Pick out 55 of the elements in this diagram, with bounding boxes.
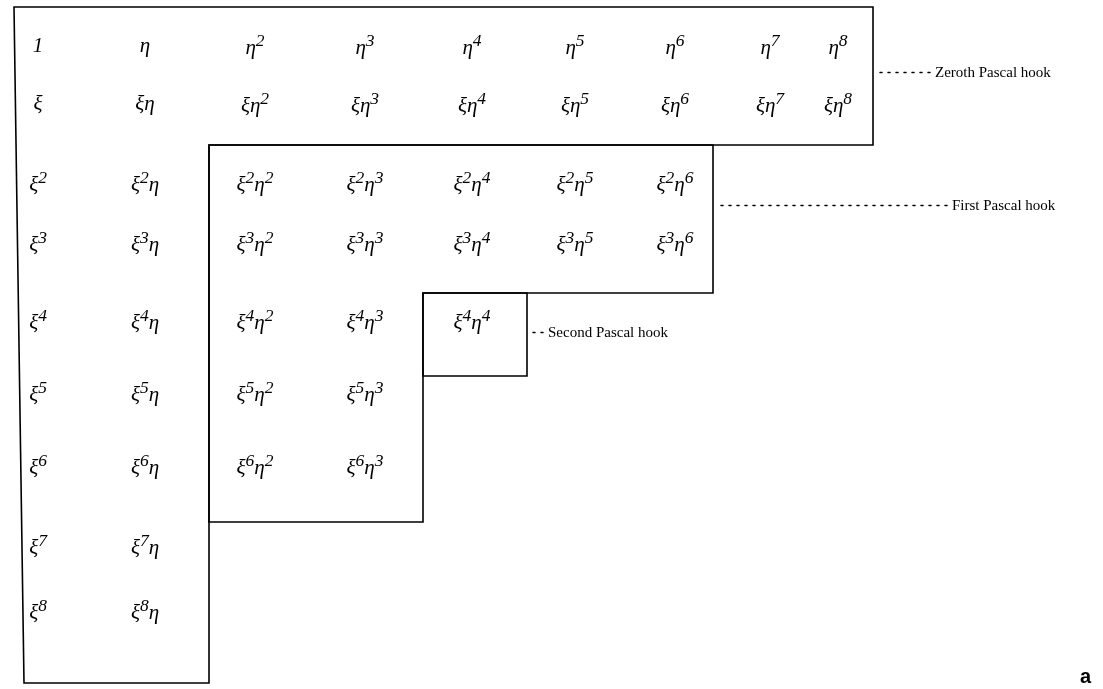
monomial-term: ξη$^{7}$	[755, 90, 785, 116]
monomial-term: ξ$^{6}$η$^{2}$	[236, 452, 274, 478]
monomial-term: ξ$^{8}$η	[130, 597, 160, 623]
monomial-term: ξ$^{3}$η$^{6}$	[656, 229, 694, 255]
monomial-term: ξ$^{2}$η$^{6}$	[656, 169, 694, 195]
monomial-term: ξη$^{6}$	[660, 90, 690, 116]
monomial-term: ξ$^{7}$η	[130, 532, 160, 558]
leader-line	[876, 71, 931, 74]
monomial-term: η$^{2}$	[245, 32, 265, 58]
monomial-term: ξ$^{3}$η	[130, 229, 160, 255]
monomial-term: ξ$^{6}$η$^{3}$	[346, 452, 384, 478]
monomial-term: ξ$^{4}$η$^{4}$	[453, 307, 491, 333]
hook-label: Zeroth Pascal hook	[935, 65, 1051, 80]
monomial-term: ξ$^{8}$	[29, 597, 47, 623]
monomial-term: ξ$^{3}$η$^{3}$	[346, 229, 384, 255]
monomial-term: ξ$^{5}$η$^{2}$	[236, 379, 274, 405]
monomial-term: η$^{5}$	[565, 32, 585, 58]
hook-label: Second Pascal hook	[548, 325, 668, 340]
monomial-term: ξ$^{3}$	[29, 229, 47, 255]
monomial-term: ξ	[33, 92, 43, 114]
monomial-term: ξ$^{3}$η$^{4}$	[453, 229, 491, 255]
monomial-term: ξ$^{4}$η$^{3}$	[346, 307, 384, 333]
monomial-term: ξ$^{6}$η	[130, 452, 160, 478]
monomial-term: ξ$^{5}$η$^{3}$	[346, 379, 384, 405]
monomial-term: ξη	[135, 92, 155, 114]
panel-letter: a	[1080, 665, 1092, 688]
monomial-term: ξ$^{2}$η	[130, 169, 160, 195]
monomial-term: ξ$^{2}$η$^{5}$	[556, 169, 594, 195]
monomial-term: ξ$^{3}$η$^{2}$	[236, 229, 274, 255]
monomial-term: ξ$^{4}$η$^{2}$	[236, 307, 274, 333]
monomial-term: ξ$^{2}$η$^{3}$	[346, 169, 384, 195]
monomial-term: ξη$^{4}$	[457, 90, 487, 116]
monomial-term: ξ$^{3}$η$^{5}$	[556, 229, 594, 255]
monomial-term: ξ$^{7}$	[29, 532, 47, 558]
monomial-term: ξ$^{5}$η	[130, 379, 160, 405]
monomial-term: η$^{6}$	[665, 32, 685, 58]
monomial-term: ξη$^{2}$	[240, 90, 270, 116]
monomial-term: ξ$^{4}$	[29, 307, 47, 333]
monomial-term: 1	[32, 34, 44, 56]
monomial-term: ξ$^{4}$η	[130, 307, 160, 333]
monomial-term: η	[139, 34, 151, 56]
monomial-term: ξ$^{2}$η$^{2}$	[236, 169, 274, 195]
monomial-term: ξ$^{2}$η$^{4}$	[453, 169, 491, 195]
monomial-term: ξη$^{3}$	[350, 90, 380, 116]
monomial-term: ξ$^{6}$	[29, 452, 47, 478]
monomial-term: η$^{7}$	[760, 32, 780, 58]
monomial-term: ξ$^{5}$	[29, 379, 47, 405]
monomial-term: η$^{4}$	[462, 32, 482, 58]
leader-line	[530, 331, 544, 334]
monomial-term: ξη$^{8}$	[823, 90, 853, 116]
monomial-term: ξη$^{5}$	[560, 90, 590, 116]
monomial-term: η$^{3}$	[355, 32, 375, 58]
hook-label: First Pascal hook	[952, 198, 1056, 213]
monomial-term: ξ$^{2}$	[29, 169, 47, 195]
monomial-term: η$^{8}$	[828, 32, 848, 58]
